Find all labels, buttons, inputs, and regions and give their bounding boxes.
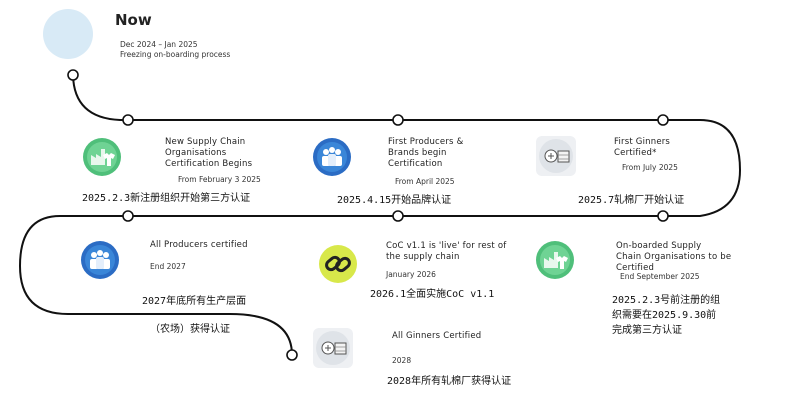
milestone-note: 织需要在2025.9.30前: [612, 310, 717, 321]
milestone-note: 2028年所有轧棉厂获得认证: [387, 376, 512, 387]
milestone-date: From February 3 2025: [178, 175, 261, 184]
milestone-title: CoC v1.1 is 'live' for rest of the suppl…: [386, 241, 507, 262]
milestone-node: [657, 210, 669, 222]
milestone-node: [657, 114, 669, 126]
milestone-title: All Ginners Certified: [392, 331, 482, 341]
factory-tshirt-icon: [535, 240, 575, 280]
milestone-note: 2025.7轧棉厂开始认证: [578, 195, 685, 206]
people-group-icon: [80, 240, 120, 280]
people-group-icon: [312, 137, 352, 177]
timeline-path: [18, 74, 742, 356]
milestone-note: 完成第三方认证: [612, 325, 682, 336]
now-date: Dec 2024 – Jan 2025: [120, 40, 198, 49]
milestone-note: （农场）获得认证: [150, 324, 230, 335]
chain-link-icon: [318, 244, 358, 284]
milestone-note: 2025.2.3号前注册的组: [612, 295, 721, 306]
cotton-bale-icon: [536, 136, 576, 176]
milestone-title: First Ginners Certified*: [614, 137, 671, 158]
milestone-title: All Producers certified: [150, 240, 248, 250]
milestone-node: [122, 210, 134, 222]
cotton-bale-icon: [313, 328, 353, 368]
milestone-note: 2025.4.15开始品牌认证: [337, 195, 452, 206]
milestone-date: End September 2025: [620, 272, 700, 281]
now-description: Freezing on-boarding process: [120, 50, 231, 59]
milestone-node: [392, 210, 404, 222]
milestone-date: 2028: [392, 356, 412, 365]
milestone-note: 2027年底所有生产层面: [142, 296, 247, 307]
milestone-date: January 2026: [386, 270, 436, 279]
milestone-node: [122, 114, 134, 126]
milestone-date: End 2027: [150, 262, 186, 271]
milestone-node: [392, 114, 404, 126]
milestone-title: On-boarded Supply Chain Organisations to…: [616, 241, 732, 273]
milestone-note: 2026.1全面实施CoC v1.1: [370, 289, 495, 300]
now-node: [67, 69, 79, 81]
milestone-date: From July 2025: [622, 163, 678, 172]
now-label: Now: [115, 11, 152, 29]
end-node: [286, 349, 298, 361]
milestone-date: From April 2025: [395, 177, 455, 186]
milestone-title: New Supply Chain Organisations Certifica…: [165, 137, 253, 169]
milestone-title: First Producers & Brands begin Certifica…: [388, 137, 464, 169]
milestone-note: 2025.2.3新注册组织开始第三方认证: [82, 193, 251, 204]
now-circle: [43, 9, 93, 59]
factory-tshirt-icon: [82, 137, 122, 177]
